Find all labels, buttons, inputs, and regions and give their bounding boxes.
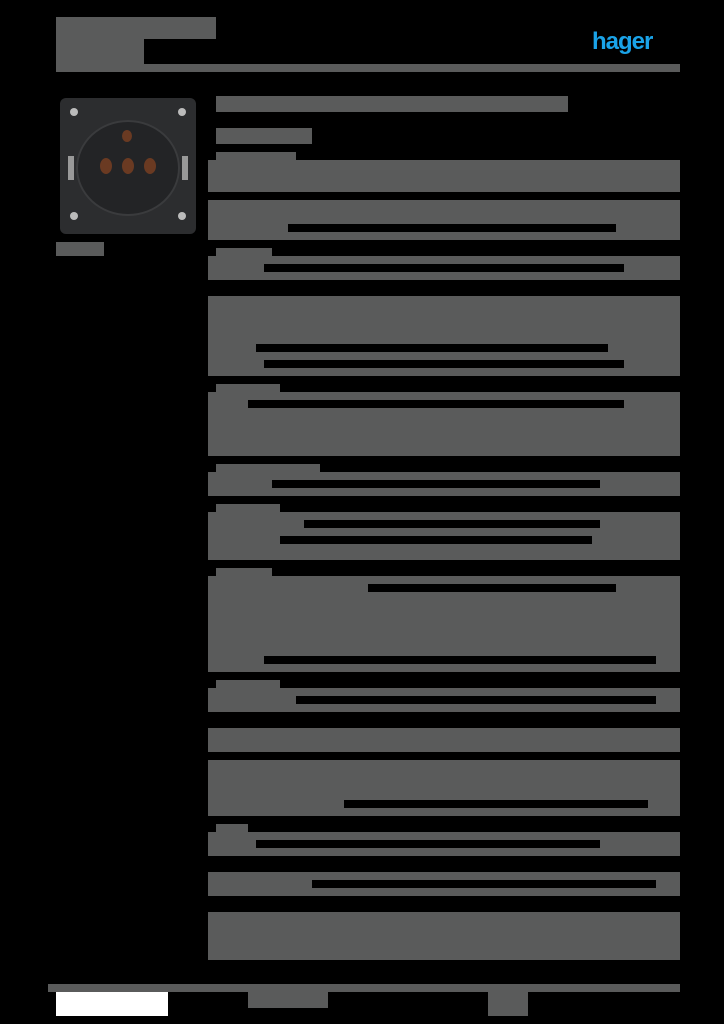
row-gap xyxy=(272,480,600,488)
header-title: ████████████████ xyxy=(56,17,216,39)
spec-block-1 xyxy=(208,160,680,192)
page-subtitle-text: ███████████ xyxy=(216,128,294,139)
footer-rule xyxy=(48,984,680,992)
socket-face xyxy=(76,120,180,216)
section-heading-3: ██████ xyxy=(216,384,280,392)
page-title: ████████████████████████████████████ xyxy=(216,96,568,112)
screw-icon xyxy=(178,108,186,116)
screw-icon xyxy=(70,108,78,116)
row-gap xyxy=(344,800,648,808)
row-gap xyxy=(288,224,616,232)
row-gap xyxy=(304,520,600,528)
section-heading-2: ██████ xyxy=(216,248,272,256)
row-gap xyxy=(256,344,608,352)
spec-block-1b xyxy=(208,200,680,240)
row-gap xyxy=(264,360,624,368)
screw-icon xyxy=(178,212,186,220)
page-title-text: ████████████████████████████████████ xyxy=(216,96,471,107)
row-gap xyxy=(312,880,656,888)
row-gap xyxy=(256,840,600,848)
row-gap xyxy=(264,656,656,664)
section-heading-6: ███████ xyxy=(216,568,272,576)
page-subtitle: ███████████ xyxy=(216,128,312,144)
earth-pin-icon xyxy=(122,130,132,142)
section-heading-8: ██████ xyxy=(216,824,248,832)
socket-hole-left xyxy=(100,158,112,174)
footer-page: ███ xyxy=(488,992,528,1016)
header-subtitle-text: ██████ xyxy=(56,38,99,49)
product-photo xyxy=(60,98,196,234)
section-heading-5: ████████ xyxy=(216,504,280,512)
screw-icon xyxy=(70,212,78,220)
spec-block-7b xyxy=(208,728,680,752)
brand-logo: hager xyxy=(592,28,653,55)
section-heading-4: ██████████ xyxy=(216,464,320,472)
header-title-text: ████████████████ xyxy=(56,17,169,28)
caption-text: ██████ xyxy=(56,242,99,253)
footer-logo-box xyxy=(56,992,168,1016)
footer-page-text: ███ xyxy=(488,992,509,1003)
section-heading-7: ████████ xyxy=(216,680,280,688)
row-gap xyxy=(264,264,624,272)
section-heading-1: ████████ xyxy=(216,152,296,160)
spec-block-8c xyxy=(208,912,680,960)
row-gap xyxy=(248,400,624,408)
footer-center-text: ███████ xyxy=(248,992,298,1003)
header-subtitle: ██████ xyxy=(56,38,144,64)
footer-center: ███████ xyxy=(248,992,328,1008)
clip-icon xyxy=(182,156,188,180)
image-caption: ██████ xyxy=(56,242,104,256)
socket-hole-right xyxy=(144,158,156,174)
clip-icon xyxy=(68,156,74,180)
socket-hole-center xyxy=(122,158,134,174)
row-gap xyxy=(296,696,656,704)
header-rule xyxy=(56,64,680,72)
row-gap xyxy=(280,536,592,544)
row-gap xyxy=(368,584,616,592)
